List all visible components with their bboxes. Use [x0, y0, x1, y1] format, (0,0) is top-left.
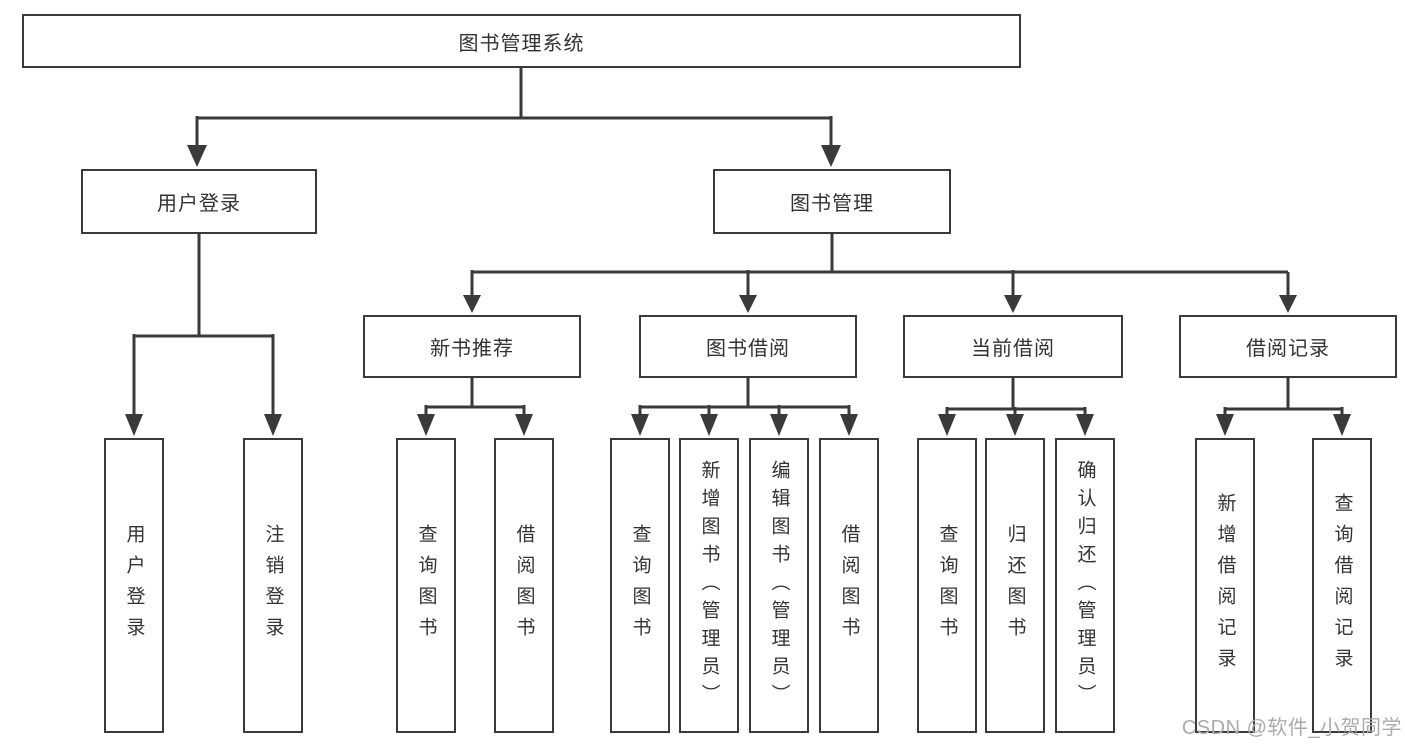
leaf-label: 归还图书	[1004, 523, 1026, 648]
leaf-query-books-b: 查询图书	[610, 438, 670, 733]
leaf-borrow-books-a: 借阅图书	[494, 438, 554, 733]
leaf-label: 借阅图书	[513, 523, 535, 648]
leaf-add-books: 新增图书（管理员）	[679, 438, 739, 733]
leaf-label: 查询借阅记录	[1331, 492, 1353, 679]
leaf-label: 查询图书	[415, 523, 437, 648]
leaf-confirm-return: 确认归还（管理员）	[1055, 438, 1115, 733]
node-book-borrowing: 图书借阅	[639, 315, 857, 378]
leaf-label: 查询图书	[629, 523, 651, 648]
node-book-management: 图书管理	[713, 169, 951, 234]
leaf-query-books-a: 查询图书	[396, 438, 456, 733]
leaf-logout: 注销登录	[243, 438, 303, 733]
leaf-query-borrowing-record: 查询借阅记录	[1312, 438, 1372, 733]
leaf-label: 借阅图书	[838, 523, 860, 648]
watermark-text: CSDN @软件_小贺同学	[1181, 717, 1402, 739]
leaf-query-books-c: 查询图书	[917, 438, 977, 733]
node-current-borrowing: 当前借阅	[903, 315, 1123, 378]
leaf-label: 查询图书	[936, 523, 958, 648]
leaf-add-borrowing-record: 新增借阅记录	[1195, 438, 1255, 733]
node-new-book-recommendation: 新书推荐	[363, 315, 581, 378]
leaf-return-books: 归还图书	[985, 438, 1045, 733]
leaf-label: 用户登录	[123, 523, 145, 648]
node-book-management-system: 图书管理系统	[22, 14, 1021, 68]
leaf-edit-books: 编辑图书（管理员）	[749, 438, 809, 733]
leaf-label: 编辑图书（管理员）	[768, 459, 790, 712]
node-borrowing-records: 借阅记录	[1179, 315, 1397, 378]
arrowheads	[125, 145, 1351, 436]
leaf-label: 新增借阅记录	[1214, 492, 1236, 679]
node-user-login: 用户登录	[81, 169, 317, 234]
leaf-user-login: 用户登录	[104, 438, 164, 733]
leaf-label: 新增图书（管理员）	[698, 459, 720, 712]
leaf-borrow-books-b: 借阅图书	[819, 438, 879, 733]
leaf-label: 注销登录	[262, 523, 284, 648]
leaf-label: 确认归还（管理员）	[1074, 459, 1096, 712]
